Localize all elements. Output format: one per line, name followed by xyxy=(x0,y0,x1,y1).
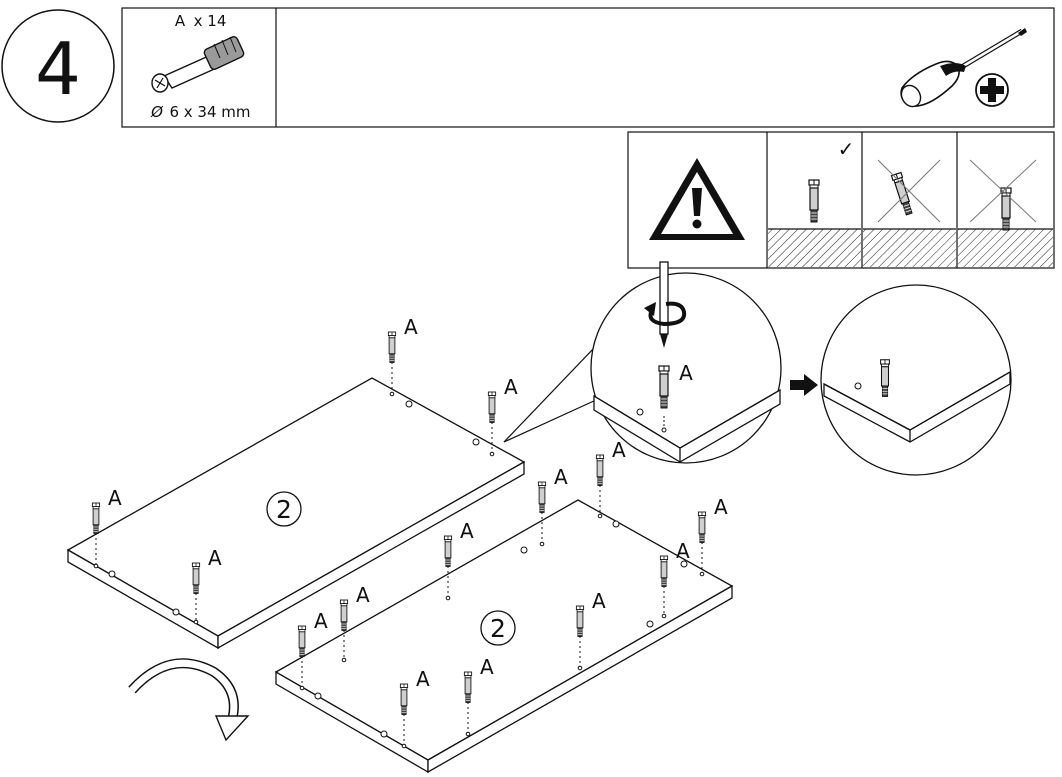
dowel-label: A xyxy=(480,655,494,679)
part-dimensions: 6 x 34 mm xyxy=(169,103,250,121)
dowel-hole xyxy=(389,391,395,397)
cam-dowel xyxy=(463,671,473,703)
check-mark: ✓ xyxy=(838,137,855,161)
warning-panel: ✓ xyxy=(627,131,1055,269)
dowel-label: A xyxy=(714,495,728,519)
dowel-hole xyxy=(193,619,199,625)
cam-dowel xyxy=(595,454,605,486)
cam-dowel xyxy=(537,481,547,513)
panel-right: 2 xyxy=(274,499,734,774)
screwdriver-icon xyxy=(900,28,1027,108)
cam-dowel xyxy=(697,511,707,543)
step-badge: 4 xyxy=(1,9,115,123)
dowel-label: A xyxy=(314,609,328,633)
dimension-symbol: Ø xyxy=(150,103,164,121)
step-number: 4 xyxy=(35,27,81,111)
dowel-12: A xyxy=(575,589,606,671)
callout-dowel-label: A xyxy=(679,361,693,385)
dowel-label: A xyxy=(404,315,418,339)
dowel-3: A xyxy=(91,486,122,569)
dowel-6: A xyxy=(595,438,626,519)
dowel-label: A xyxy=(612,438,626,462)
dowel-label: A xyxy=(108,486,122,510)
parts-header-box: A x 14 Ø 6 x 34 mm xyxy=(121,7,1055,128)
dowel-11: A xyxy=(297,609,328,691)
dowel-label: A xyxy=(592,589,606,613)
cam-dowel xyxy=(399,683,409,715)
dowel-label: A xyxy=(554,465,568,489)
wrong-shallow-install-icon xyxy=(969,159,1037,232)
dowel-2: A xyxy=(487,375,518,457)
cam-dowel xyxy=(339,599,349,631)
dowel-hole xyxy=(401,743,407,749)
next-arrow-icon xyxy=(790,374,818,396)
dowel-hole xyxy=(699,571,705,577)
dowel-hole xyxy=(445,595,451,601)
cam-dowel xyxy=(387,331,397,363)
panel-left-number: 2 xyxy=(276,495,292,524)
dowel-10: A xyxy=(339,583,370,663)
correct-install-icon: ✓ xyxy=(807,137,855,224)
cam-dowel xyxy=(487,391,497,423)
dowel-hole xyxy=(465,731,471,737)
cam-dowel-icon xyxy=(151,36,245,93)
wrong-tilted-install-icon xyxy=(877,159,941,223)
part-label: A xyxy=(175,12,186,30)
dowel-label: A xyxy=(416,667,430,691)
dowel-label: A xyxy=(504,375,518,399)
zoom-callout-result xyxy=(820,284,1012,476)
warning-icon xyxy=(649,158,745,240)
dowel-hole xyxy=(93,563,99,569)
dowel-label: A xyxy=(676,539,690,563)
dowel-hole xyxy=(299,685,305,691)
dowel-hole xyxy=(661,613,667,619)
dowel-label: A xyxy=(356,583,370,607)
screwdriver-tip-icon xyxy=(659,261,669,348)
dowel-label: A xyxy=(208,546,222,570)
dowel-hole xyxy=(539,541,545,547)
phillips-head-icon xyxy=(975,73,1009,107)
dowel-1: A xyxy=(387,315,418,397)
dowel-hole xyxy=(577,665,583,671)
cam-dowel xyxy=(91,502,101,534)
cam-dowel xyxy=(443,535,453,567)
dowel-5: A xyxy=(537,465,568,547)
dowel-hole xyxy=(597,513,603,519)
flip-arrow-icon xyxy=(128,658,250,742)
part-quantity: x 14 xyxy=(194,12,227,30)
dowel-7: A xyxy=(697,495,728,577)
dowel-9: A xyxy=(443,519,474,601)
panel-right-number: 2 xyxy=(490,614,506,643)
panel-left: 2 xyxy=(66,377,526,650)
cam-dowel xyxy=(297,625,307,657)
dowel-8: A xyxy=(659,539,690,619)
dowel-hole xyxy=(341,657,347,663)
dowel-13: A xyxy=(399,667,430,749)
dowel-4: A xyxy=(191,546,222,625)
rotate-arrow-icon xyxy=(644,301,687,327)
dowel-label: A xyxy=(460,519,474,543)
zoom-callout-insert: A xyxy=(503,261,782,464)
dowel-hole xyxy=(489,451,495,457)
dowel-14: A xyxy=(463,655,494,737)
